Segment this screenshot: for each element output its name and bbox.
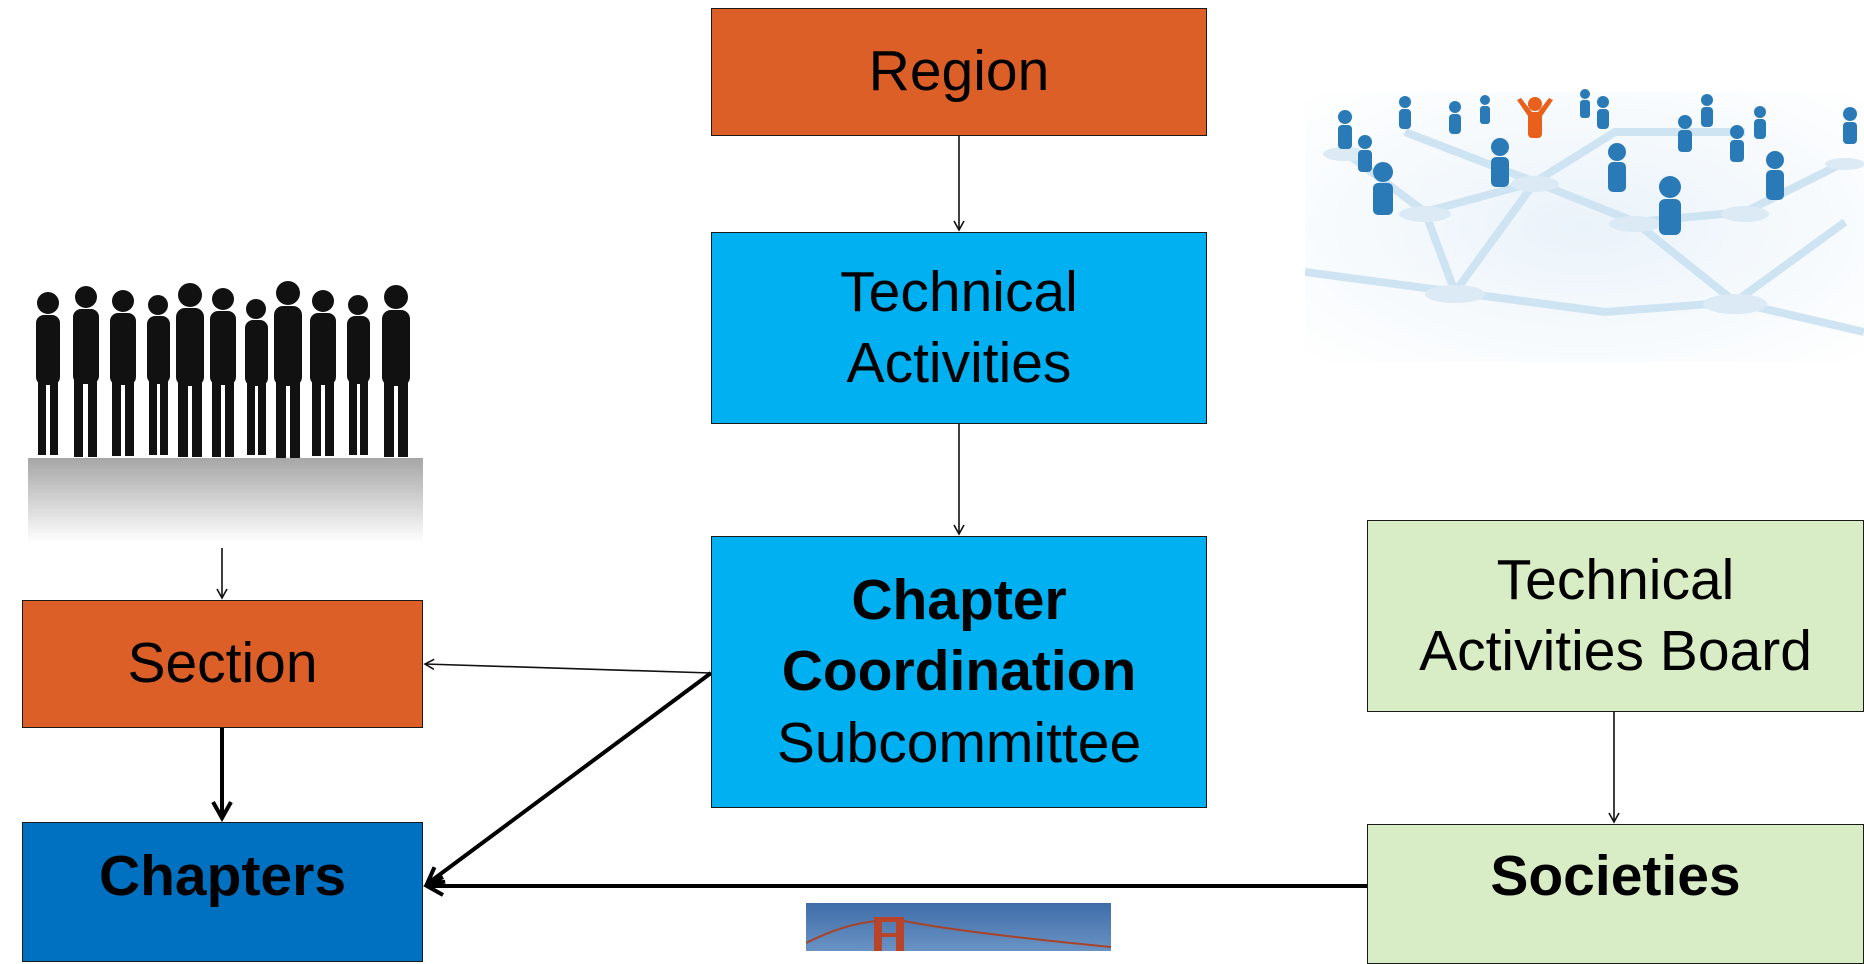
technical-activities-board-box: Technical Activities Board [1367, 520, 1864, 712]
technical-activities-board-line-1: Technical [1496, 547, 1735, 612]
technical-activities-line-1: Technical [840, 259, 1078, 324]
golden-gate-bridge-image [806, 903, 1111, 951]
chapter-coordination-line-2: Coordination [781, 639, 1137, 704]
arrow-chapter-coordination-to-chapters [427, 671, 713, 884]
crowd-silhouette-image [28, 281, 423, 543]
technical-activities-board-line-2: Activities Board [1419, 619, 1812, 683]
chapter-coordination-subcommittee-box: Chapter Coordination Subcommittee [711, 536, 1207, 808]
arrow-chapter-coordination-to-section [423, 658, 712, 674]
societies-box: Societies [1367, 824, 1864, 964]
chapters-box: Chapters [22, 822, 423, 962]
chapter-coordination-line-1: Chapter [851, 568, 1067, 633]
technical-activities-box: Technical Activities [711, 232, 1207, 424]
societies-label: Societies [1490, 844, 1741, 908]
region-label: Region [868, 39, 1050, 104]
chapter-coordination-line-3: Subcommittee [776, 710, 1142, 775]
section-label: Section [127, 631, 318, 696]
chapters-label: Chapters [98, 844, 347, 908]
people-network-image [1305, 89, 1864, 362]
technical-activities-line-2: Activities [846, 331, 1072, 395]
section-box: Section [22, 600, 423, 728]
region-box: Region [711, 8, 1207, 136]
